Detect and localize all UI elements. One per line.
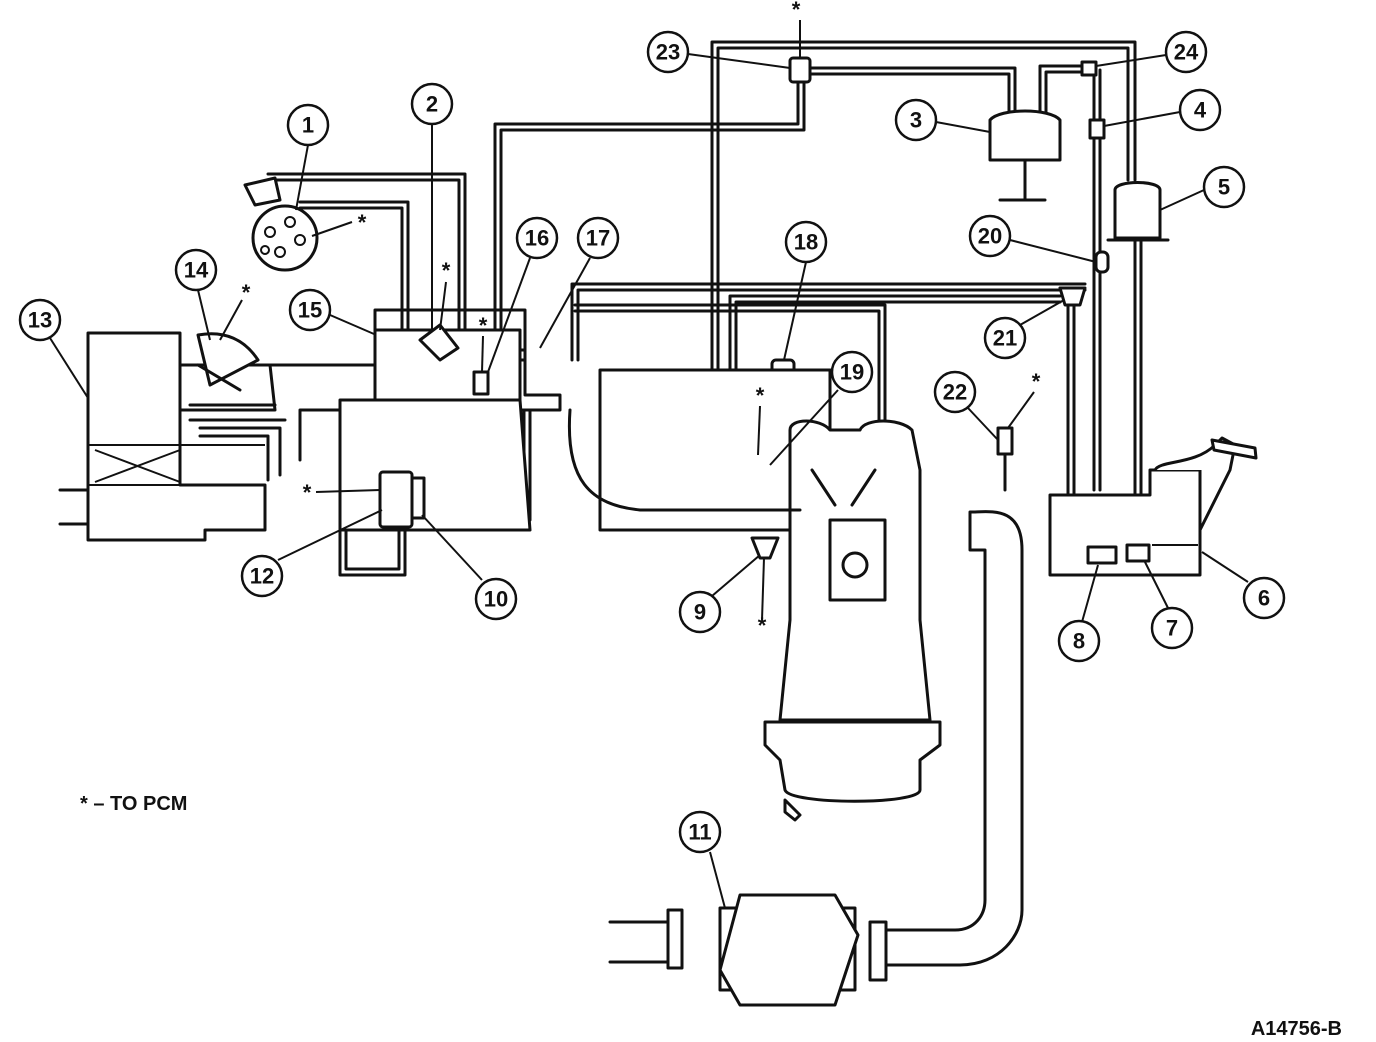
callout-5: 5 xyxy=(1159,165,1246,211)
sensor-16 xyxy=(472,370,490,396)
callout-19: 19 xyxy=(769,350,874,466)
callout-10: 10 xyxy=(421,514,518,621)
oxygen-sensor-22 xyxy=(996,426,1014,492)
svg-text:*: * xyxy=(1032,369,1041,394)
exhaust-system xyxy=(567,408,1024,1007)
solenoid-12 xyxy=(378,470,426,529)
svg-text:16: 16 xyxy=(525,226,549,251)
svg-text:*: * xyxy=(758,613,767,638)
svg-text:24: 24 xyxy=(1174,40,1199,65)
fitting-24 xyxy=(1080,60,1098,77)
svg-text:*: * xyxy=(442,258,451,283)
callouts: 1 2 3 4 5 6 7 8 9 10 11 12 13 14 15 16 1… xyxy=(18,30,1286,909)
engine-block xyxy=(598,368,942,822)
valve-23 xyxy=(788,56,812,84)
sensor-9 xyxy=(750,536,780,560)
svg-text:4: 4 xyxy=(1194,98,1207,123)
callout-8: 8 xyxy=(1057,564,1101,663)
svg-text:*: * xyxy=(242,280,251,305)
lower-intake xyxy=(338,398,532,532)
callout-17: 17 xyxy=(539,216,620,349)
callout-13: 13 xyxy=(18,298,89,399)
svg-text:19: 19 xyxy=(840,360,864,385)
ignition-module xyxy=(243,176,319,272)
svg-text:*: * xyxy=(479,313,488,338)
svg-text:17: 17 xyxy=(586,226,610,251)
callout-20: 20 xyxy=(968,214,1097,263)
callout-14: 14 xyxy=(174,248,218,341)
evap-canister xyxy=(988,109,1062,202)
svg-text:5: 5 xyxy=(1218,175,1230,200)
svg-text:1: 1 xyxy=(302,113,314,138)
svg-text:*: * xyxy=(756,383,765,408)
rollover-valve-21 xyxy=(1058,286,1087,307)
svg-text:20: 20 xyxy=(978,224,1002,249)
svg-text:*: * xyxy=(358,210,367,235)
svg-text:18: 18 xyxy=(794,230,818,255)
pcm-markers: * * * * * * * * * xyxy=(219,0,1041,638)
canister-5 xyxy=(1106,181,1170,242)
valve-20 xyxy=(1094,250,1110,274)
svg-text:22: 22 xyxy=(943,380,967,405)
svg-text:9: 9 xyxy=(694,600,706,625)
pcm-legend: * – TO PCM xyxy=(80,793,187,815)
callout-9: 9 xyxy=(678,554,761,634)
callout-22: 22 xyxy=(933,370,999,441)
svg-text:23: 23 xyxy=(656,40,680,65)
figure-id: A14756-B xyxy=(1251,1018,1342,1040)
svg-text:8: 8 xyxy=(1073,629,1085,654)
callout-18: 18 xyxy=(783,220,828,361)
svg-text:2: 2 xyxy=(426,92,438,117)
callout-1: 1 xyxy=(286,103,330,211)
svg-text:11: 11 xyxy=(688,820,711,845)
svg-text:14: 14 xyxy=(184,258,209,283)
svg-text:12: 12 xyxy=(250,564,274,589)
svg-text:6: 6 xyxy=(1258,586,1270,611)
callout-23: 23 xyxy=(646,30,791,74)
callout-21: 21 xyxy=(983,299,1065,360)
callout-7: 7 xyxy=(1144,561,1194,650)
svg-text:13: 13 xyxy=(28,308,52,333)
fuel-tank xyxy=(1048,436,1258,577)
svg-text:15: 15 xyxy=(298,298,322,323)
svg-text:7: 7 xyxy=(1166,616,1178,641)
callout-3: 3 xyxy=(894,98,991,142)
callout-24: 24 xyxy=(1095,30,1208,74)
svg-text:*: * xyxy=(303,480,312,505)
callout-6: 6 xyxy=(1201,551,1286,620)
callout-4: 4 xyxy=(1103,88,1222,132)
svg-text:21: 21 xyxy=(993,326,1017,351)
callout-11: 11 xyxy=(678,810,726,909)
air-intake-assembly xyxy=(58,308,562,542)
callout-15: 15 xyxy=(288,288,375,335)
svg-text:3: 3 xyxy=(910,108,922,133)
callout-2: 2 xyxy=(410,82,454,330)
callout-16: 16 xyxy=(487,216,559,373)
sensor-2 xyxy=(418,323,460,362)
callout-12: 12 xyxy=(240,509,383,598)
svg-text:*: * xyxy=(792,0,801,22)
svg-text:10: 10 xyxy=(484,587,508,612)
valve-4 xyxy=(1088,118,1106,140)
